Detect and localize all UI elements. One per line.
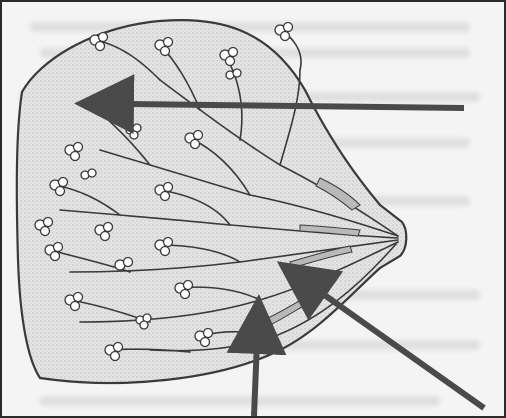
lobule-arrow — [122, 104, 464, 108]
milk-sinus-arrow — [254, 342, 257, 416]
